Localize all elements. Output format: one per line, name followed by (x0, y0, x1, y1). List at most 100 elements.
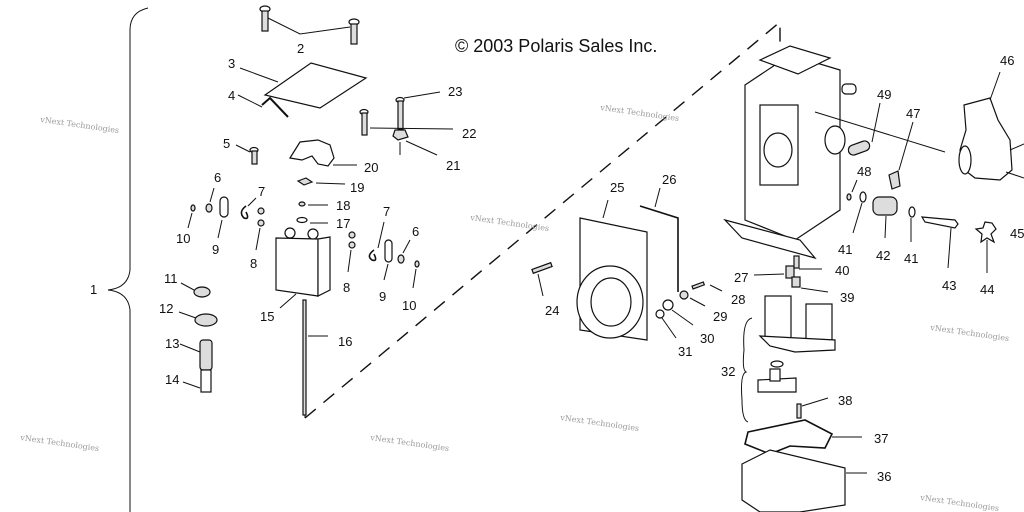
callout-1: 1 (90, 282, 97, 297)
brace-32 (741, 317, 753, 423)
watermark: vNext Technologies (469, 213, 550, 233)
leader-24 (537, 273, 544, 297)
callout-27: 27 (734, 270, 748, 285)
leader-22 (369, 127, 454, 130)
leader-8b (347, 249, 352, 273)
part-41b (908, 206, 916, 218)
leader-46 (989, 71, 1001, 101)
callout-12: 12 (159, 301, 173, 316)
part-8a-2 (257, 219, 265, 227)
leader-7a (247, 197, 257, 207)
callout-20: 20 (364, 160, 378, 175)
part-31 (655, 309, 665, 319)
leader-31 (661, 317, 677, 339)
part-carb-body (723, 45, 857, 260)
leader-21 (405, 140, 438, 156)
part-gasket-37 (744, 419, 834, 455)
callout-41b: 41 (904, 251, 918, 266)
watermark: vNext Technologies (369, 433, 450, 453)
callout-17: 17 (336, 216, 350, 231)
part-30 (662, 299, 674, 311)
part-10a (190, 204, 196, 212)
callout-30: 30 (700, 331, 714, 346)
callout-45: 45 (1010, 226, 1024, 241)
watermark: vNext Technologies (599, 103, 680, 123)
part-clip-7b (368, 249, 377, 262)
callout-31: 31 (678, 344, 692, 359)
leader-19 (315, 182, 346, 185)
part-needle-16 (302, 299, 307, 416)
callout-22: 22 (462, 126, 476, 141)
leader-3 (239, 67, 279, 83)
part-47 (888, 170, 901, 190)
part-26 (639, 205, 679, 292)
part-6b (397, 254, 405, 264)
callout-6a: 6 (214, 170, 221, 185)
part-6a (205, 203, 213, 213)
part-nut-21 (392, 129, 409, 141)
callout-3: 3 (228, 56, 235, 71)
callout-47: 47 (906, 106, 920, 121)
callout-40: 40 (835, 263, 849, 278)
leader-9b (383, 263, 389, 281)
callout-10b: 10 (402, 298, 416, 313)
part-knob-44 (974, 221, 997, 244)
part-8a-1 (257, 207, 265, 215)
leader-39 (800, 287, 829, 293)
copyright-text: © 2003 Polaris Sales Inc. (455, 36, 657, 56)
callout-8a: 8 (250, 256, 257, 271)
part-39 (791, 276, 801, 288)
leader-23 (403, 91, 441, 99)
leader-11 (180, 282, 195, 291)
callout-7b: 7 (383, 204, 390, 219)
part-screw-22 (359, 108, 369, 136)
part-needle-43 (920, 216, 959, 229)
part-bracket-20 (289, 139, 335, 167)
callout-18: 18 (336, 198, 350, 213)
leader-10b (412, 268, 417, 289)
callout-16: 16 (338, 334, 352, 349)
part-screw-2b (348, 18, 360, 45)
callout-8b: 8 (343, 280, 350, 295)
leader-13 (179, 343, 201, 353)
leader-14 (182, 381, 201, 389)
part-plate-3 (263, 62, 368, 109)
callout-10a: 10 (176, 231, 190, 246)
leader-12 (178, 311, 197, 319)
callout-43: 43 (942, 278, 956, 293)
leader-26 (654, 187, 661, 208)
part-spring-42 (872, 196, 898, 216)
part-11 (193, 286, 211, 298)
callout-15: 15 (260, 309, 274, 324)
callout-46: 46 (1000, 53, 1014, 68)
leader-38 (801, 397, 829, 407)
callout-9b: 9 (379, 289, 386, 304)
leader-29 (689, 297, 706, 307)
callout-25: 25 (610, 180, 624, 195)
part-screw-23 (395, 96, 405, 130)
part-spring-13 (199, 339, 213, 371)
leader-27 (753, 273, 785, 276)
callout-23: 23 (448, 84, 462, 99)
part-screw-24 (531, 261, 553, 275)
callout-32: 32 (721, 364, 735, 379)
callout-36: 36 (877, 469, 891, 484)
callout-4: 4 (228, 88, 235, 103)
callout-13: 13 (165, 336, 179, 351)
leader-41a (852, 202, 863, 234)
leader-5 (235, 144, 251, 153)
leader-4 (237, 94, 263, 108)
part-12 (194, 313, 218, 327)
callout-2: 2 (297, 41, 304, 56)
part-clip-7a (240, 205, 249, 220)
part-clip-9b (384, 239, 393, 263)
callout-38: 38 (838, 393, 852, 408)
part-4 (261, 96, 289, 118)
part-29 (679, 290, 689, 300)
leader-9a (217, 219, 223, 239)
callout-37: 37 (874, 431, 888, 446)
part-8b-1 (348, 231, 356, 239)
callout-11: 11 (164, 271, 178, 286)
part-10b (414, 260, 420, 268)
part-18 (298, 201, 306, 207)
